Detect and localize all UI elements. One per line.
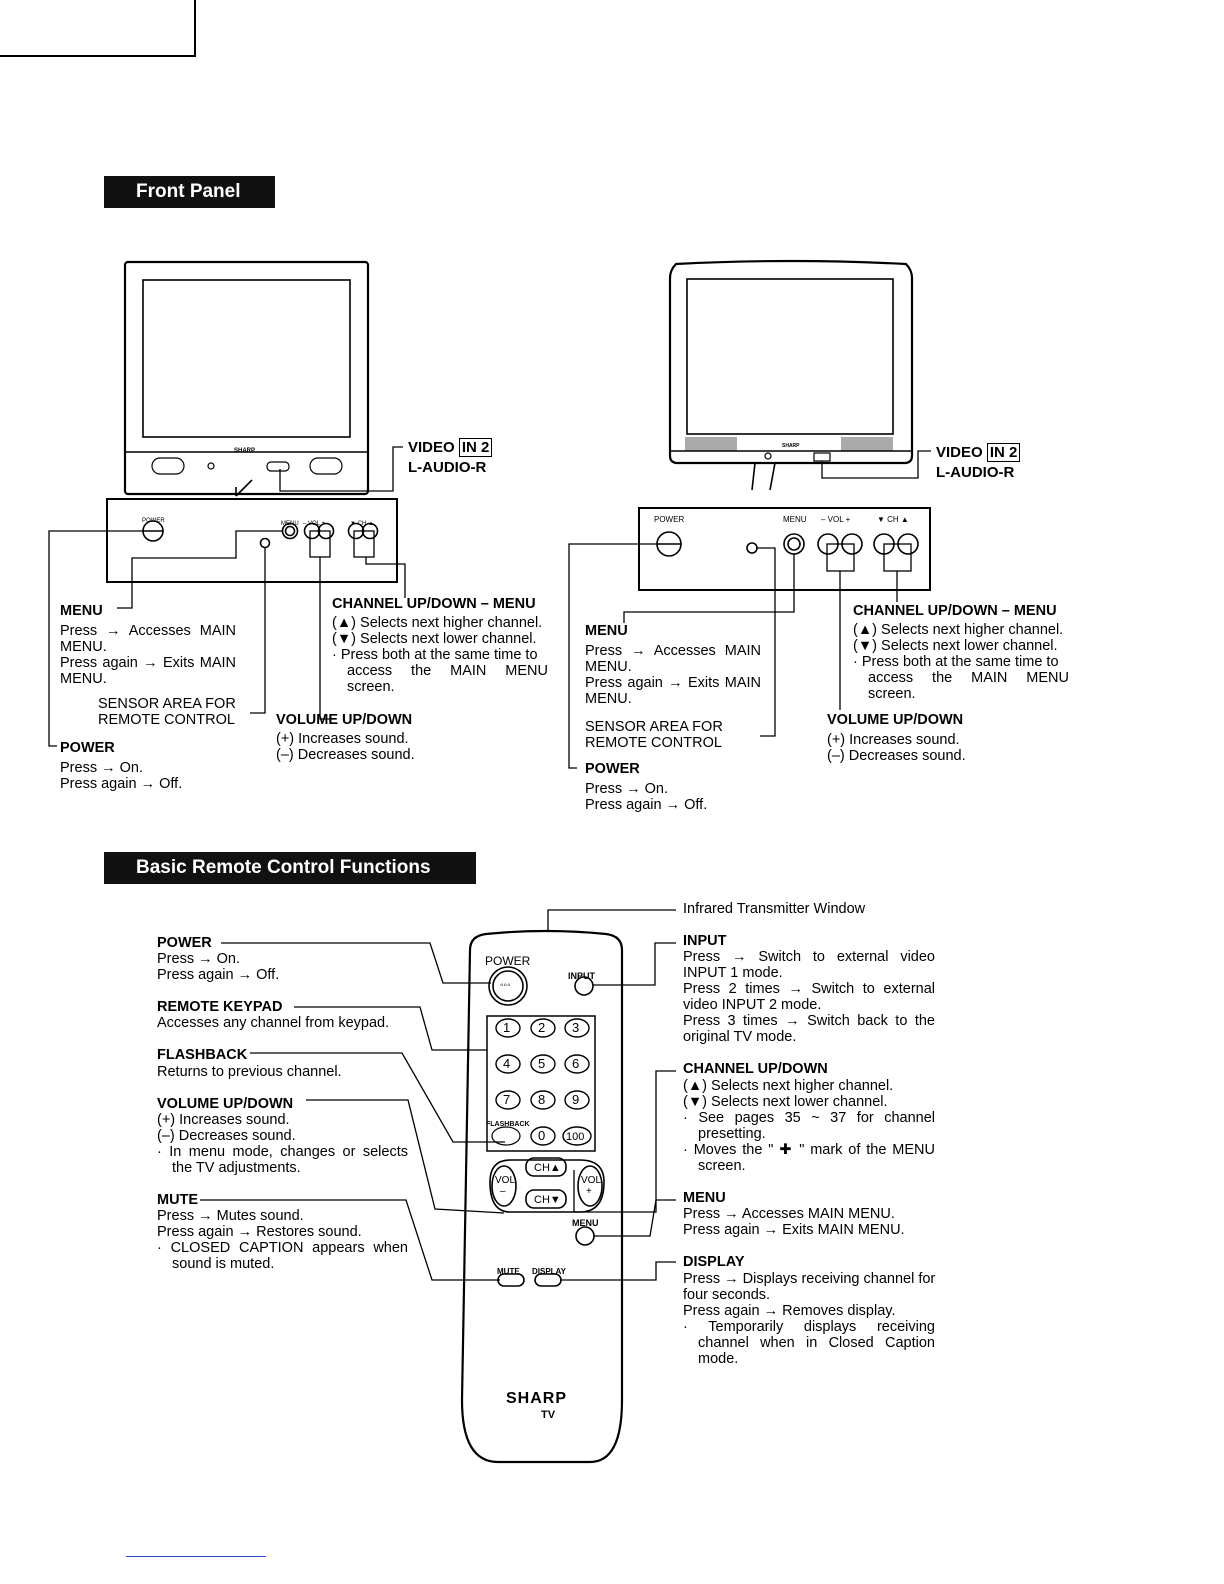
right-volume-desc: (+) Increases sound. (–) Decreases sound… [827,732,966,764]
remote-key-4[interactable]: 4 [503,1056,511,1071]
remote-key-3[interactable]: 3 [572,1020,580,1035]
remote-power-label: POWER [485,954,531,968]
left-tv-drawing [48,260,406,747]
left-panel-vol-label: – VOL + [303,521,325,527]
remote-key-100[interactable]: 100 [566,1131,585,1143]
remote-left-keypad-title: REMOTE KEYPAD [157,999,283,1015]
remote-vol-plus-label: VOL [581,1175,602,1186]
remote-vol-plus-button[interactable]: + [586,1186,592,1197]
right-volume-title: VOLUME UP/DOWN [827,712,964,728]
right-panel-power-label: POWER [654,515,685,524]
remote-right-channel-desc: (▲) Selects next higher channel. (▼) Sel… [683,1078,935,1174]
left-video-in-label: VIDEO IN 2 [408,438,493,457]
remote-menu-label: MENU [572,1218,599,1228]
remote-key-2[interactable]: 2 [538,1020,546,1035]
right-power-desc: Press → On. Press again → Off. [585,781,708,813]
right-sensor-label: SENSOR AREA FOR REMOTE CONTROL [585,719,723,751]
remote-vol-minus-label: VOL [495,1175,516,1186]
left-power-title: POWER [60,740,115,756]
remote-right-display-desc: Press → Displays receiving channel for f… [683,1271,936,1367]
remote-vol-minus-button[interactable]: – [500,1186,506,1197]
footer-rule [126,1556,266,1557]
remote-right-channel-title: CHANNEL UP/DOWN [683,1061,828,1077]
remote-left-flashback-title: FLASHBACK [157,1047,248,1063]
right-menu-title: MENU [585,623,628,639]
remote-brand-logo: SHARP [506,1390,568,1407]
remote-left-volume-desc: (+) Increases sound. (–) Decreases sound… [157,1112,408,1176]
remote-input-label: INPUT [568,971,595,981]
left-sensor-label: SENSOR AREA FOR REMOTE CONTROL [98,696,236,728]
remote-key-0[interactable]: 0 [538,1128,546,1143]
left-panel-menu-label: MENU [281,521,299,527]
remote-ch-down-button[interactable]: CH▼ [534,1194,561,1206]
remote-left-power-desc: Press → On. Press again → Off. [157,951,280,983]
right-video-in-label: VIDEO IN 2 [936,443,1021,462]
remote-key-9[interactable]: 9 [572,1092,580,1107]
section-header-front-panel: Front Panel [104,176,275,208]
remote-left-mute-title: MUTE [157,1192,199,1208]
remote-left-power-title: POWER [157,935,212,951]
remote-key-1[interactable]: 1 [503,1020,511,1035]
remote-right-input-desc: Press → Switch to external video INPUT 1… [683,949,935,1045]
remote-right-display-title: DISPLAY [683,1254,745,1270]
right-panel-ch-label: ▼ CH ▲ [877,515,909,524]
right-tv-brand: SHARP [782,443,800,449]
remote-brand-sub: TV [541,1409,556,1421]
right-channel-title: CHANNEL UP/DOWN – MENU [853,603,1057,619]
left-menu-desc: Press → Accesses MAIN MENU. Press again … [60,623,236,687]
right-channel-desc: (▲) Selects next higher channel. (▼) Sel… [853,622,1069,702]
right-tv-drawing [568,259,931,769]
left-menu-title: MENU [60,603,103,619]
left-audio-label: L-AUDIO-R [408,459,487,476]
remote-left-flashback-desc: Returns to previous channel. [157,1064,342,1080]
remote-flashback-label: FLASHBACK [486,1121,530,1128]
left-panel-power-label: POWER [142,518,165,524]
remote-right-input-title: INPUT [683,933,727,949]
remote-right-menu-title: MENU [683,1190,726,1206]
section-header-remote: Basic Remote Control Functions [104,852,476,884]
remote-left-keypad-desc: Accesses any channel from keypad. [157,1015,390,1031]
right-panel-vol-label: – VOL + [821,515,851,524]
remote-left-mute-desc: Press → Mutes sound. Press again → Resto… [157,1208,408,1272]
remote-key-8[interactable]: 8 [538,1092,546,1107]
remote-key-7[interactable]: 7 [503,1092,511,1107]
remote-keypad-drawing [491,1018,592,1146]
right-menu-desc: Press → Accesses MAIN MENU. Press again … [585,643,761,707]
left-channel-title: CHANNEL UP/DOWN – MENU [332,596,536,612]
left-volume-title: VOLUME UP/DOWN [276,712,413,728]
remote-key-6[interactable]: 6 [572,1056,580,1071]
left-tv-brand: SHARP [234,448,256,454]
right-power-title: POWER [585,761,640,777]
remote-mute-label: MUTE [497,1267,520,1276]
right-audio-label: L-AUDIO-R [936,464,1015,481]
right-panel-menu-label: MENU [783,515,807,524]
remote-power-button[interactable]: ◦◦◦ [500,980,511,991]
left-volume-desc: (+) Increases sound. (–) Decreases sound… [276,731,415,763]
remote-ch-up-button[interactable]: CH▲ [534,1162,561,1174]
remote-right-infrared-label: Infrared Transmitter Window [683,901,866,917]
remote-display-label: DISPLAY [532,1267,566,1276]
remote-key-5[interactable]: 5 [538,1056,546,1071]
remote-right-menu-desc: Press → Accesses MAIN MENU. Press again … [683,1206,905,1238]
left-panel-ch-label: ▼ CH ▲ [350,521,374,527]
left-channel-desc: (▲) Selects next higher channel. (▼) Sel… [332,615,548,695]
page-corner-box [0,0,196,57]
left-power-desc: Press → On. Press again → Off. [60,760,183,792]
remote-left-volume-title: VOLUME UP/DOWN [157,1096,294,1112]
remote-drawing [200,909,676,1464]
